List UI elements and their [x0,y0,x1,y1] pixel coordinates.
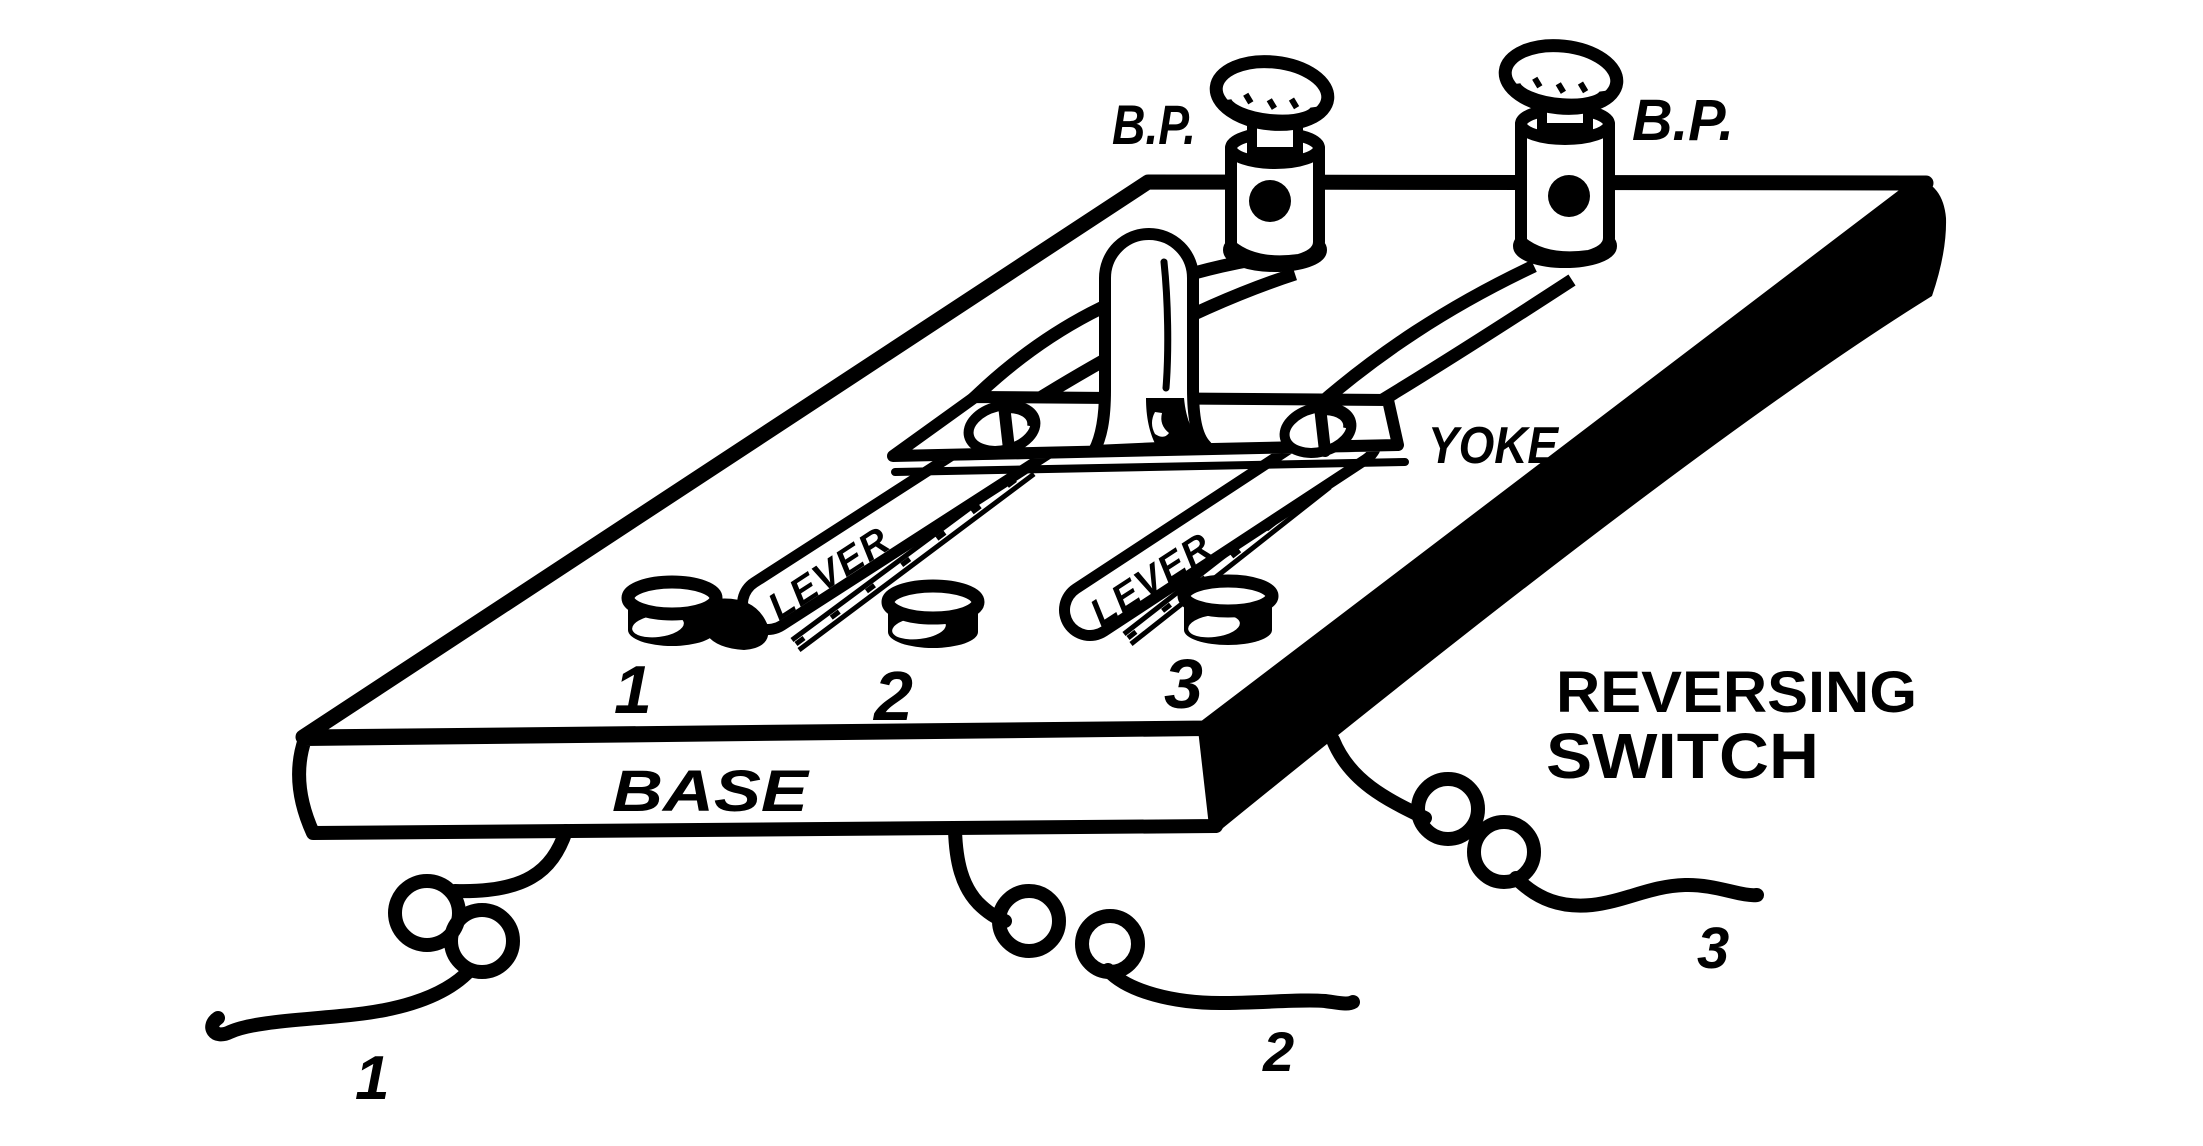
svg-text:REVERSING: REVERSING [1556,660,1917,725]
svg-text:1: 1 [355,1044,389,1113]
svg-text:B.P.: B.P. [1632,88,1734,153]
svg-text:YOKE: YOKE [1428,417,1559,475]
svg-text:1: 1 [614,652,652,728]
svg-text:2: 2 [872,657,913,735]
svg-text:2: 2 [1262,1020,1294,1083]
svg-text:3: 3 [1164,645,1203,723]
svg-text:SWITCH: SWITCH [1546,720,1819,792]
svg-text:B.P.: B.P. [1112,93,1196,156]
svg-text:3: 3 [1697,916,1729,981]
svg-text:BASE: BASE [612,759,811,824]
